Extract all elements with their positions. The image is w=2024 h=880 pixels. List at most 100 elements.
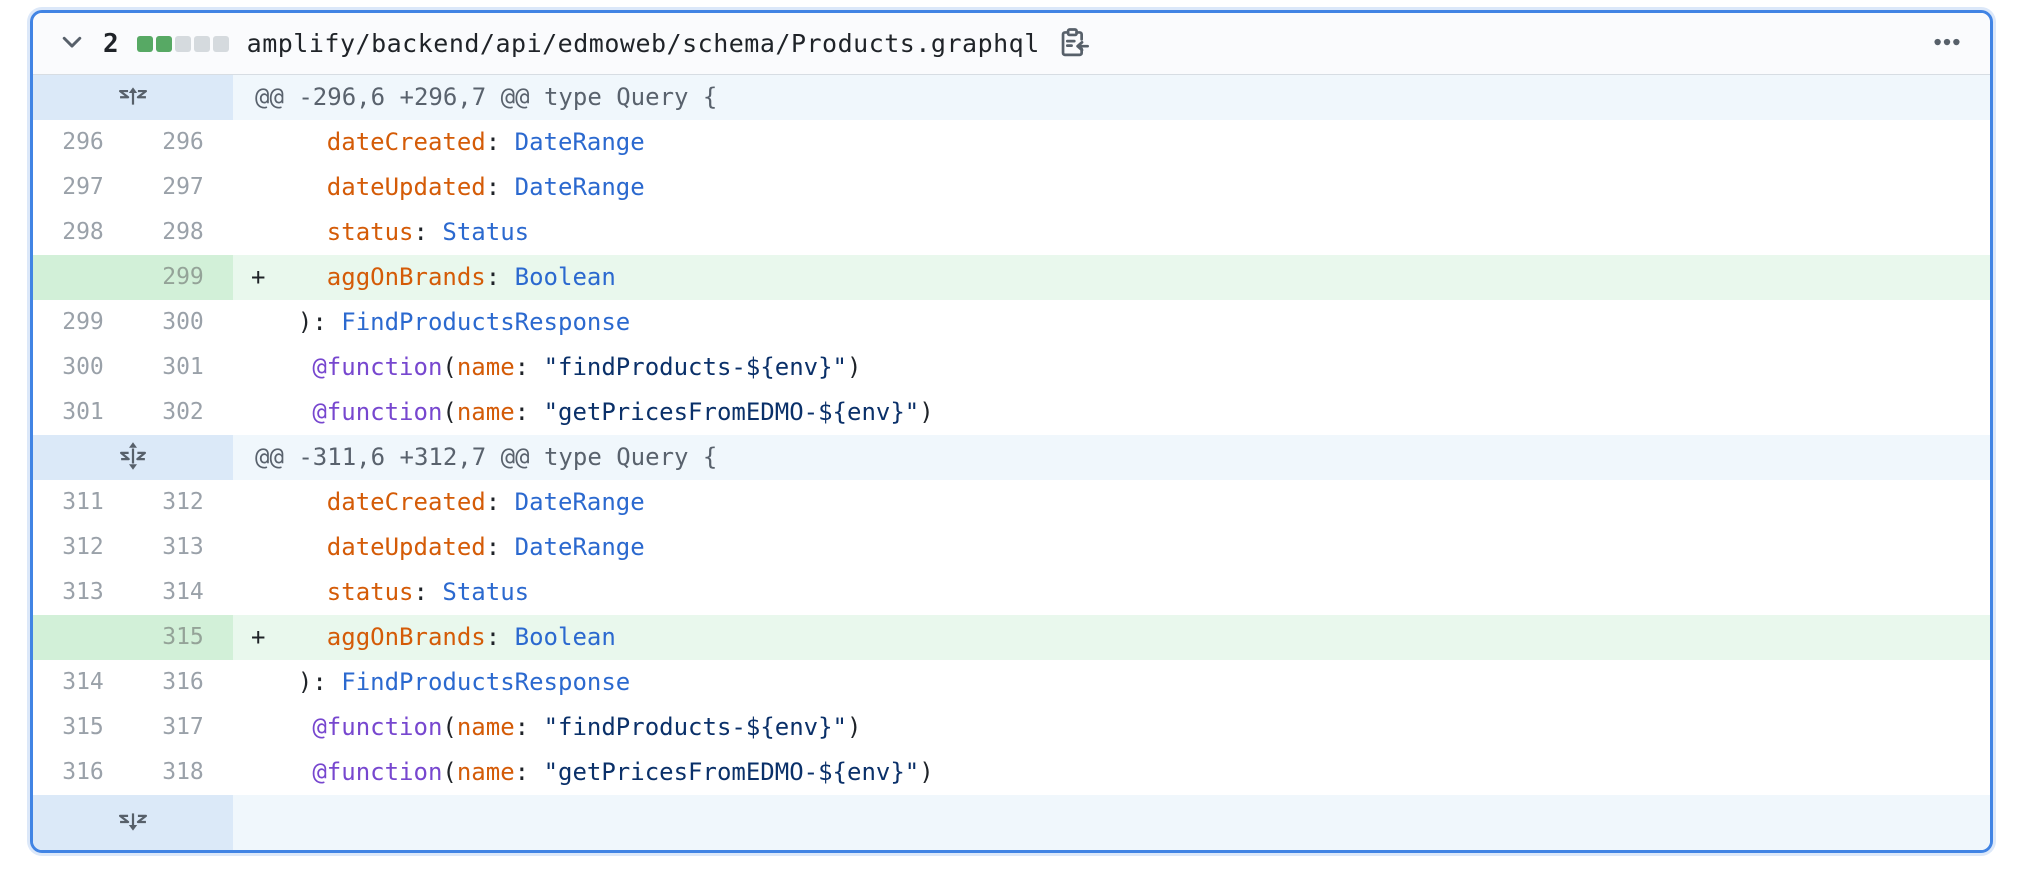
code-line: dateUpdated: DateRange bbox=[233, 165, 1990, 210]
token-plain: ( bbox=[442, 398, 457, 426]
token-plain bbox=[269, 578, 327, 606]
token-plain bbox=[269, 173, 327, 201]
token-attr: dateUpdated bbox=[326, 173, 486, 201]
token-attr: dateUpdated bbox=[326, 533, 486, 561]
token-attr: status bbox=[326, 578, 414, 606]
line-number-old[interactable]: 312 bbox=[62, 534, 104, 560]
line-number-old[interactable]: 315 bbox=[62, 714, 104, 740]
copy-path-button[interactable] bbox=[1058, 27, 1089, 61]
token-kw: @function bbox=[312, 353, 443, 381]
token-kw: @function bbox=[312, 758, 443, 786]
code-line: + aggOnBrands: Boolean bbox=[233, 255, 1990, 300]
file-options-button[interactable] bbox=[1932, 27, 1962, 60]
chevron-down-icon bbox=[59, 29, 85, 58]
code-line: @function(name: "findProducts-${env}") bbox=[233, 705, 1990, 750]
token-kw: @function bbox=[312, 713, 443, 741]
expand-footer-code bbox=[233, 795, 1990, 850]
token-plain: ): bbox=[269, 308, 342, 336]
code-line: status: Status bbox=[233, 210, 1990, 255]
line-number-old[interactable]: 298 bbox=[62, 219, 104, 245]
code-line: @function(name: "findProducts-${env}") bbox=[233, 345, 1990, 390]
expand-down-button[interactable] bbox=[117, 811, 149, 836]
diff-marker: + bbox=[251, 623, 266, 651]
line-number-new[interactable]: 312 bbox=[162, 489, 204, 515]
copy-path-icon bbox=[1058, 27, 1089, 61]
line-number-new[interactable]: 318 bbox=[162, 759, 204, 785]
line-number-old[interactable]: 314 bbox=[62, 669, 104, 695]
line-number-old[interactable]: 316 bbox=[62, 759, 104, 785]
diffstat bbox=[136, 35, 229, 52]
token-plain: : bbox=[514, 353, 544, 381]
collapse-file-button[interactable] bbox=[59, 29, 85, 58]
line-number-new[interactable]: 296 bbox=[162, 129, 204, 155]
changed-lines-count: 2 bbox=[103, 28, 119, 59]
line-number-new[interactable]: 315 bbox=[133, 615, 233, 660]
code-line: dateUpdated: DateRange bbox=[233, 525, 1990, 570]
expand-up-button[interactable] bbox=[117, 85, 149, 110]
diff-line-context: 298 298 status: Status bbox=[33, 210, 1990, 255]
token-plain: : bbox=[514, 713, 544, 741]
line-number-new[interactable]: 317 bbox=[162, 714, 204, 740]
token-plain bbox=[269, 488, 327, 516]
token-plain: : bbox=[485, 623, 515, 651]
diff-line-context: 315 317 @function(name: "findProducts-${e… bbox=[33, 705, 1990, 750]
token-plain: : bbox=[485, 128, 515, 156]
line-number-new[interactable]: 300 bbox=[162, 309, 204, 335]
token-attr: name bbox=[456, 758, 515, 786]
diffstat-added-square bbox=[136, 35, 153, 52]
kebab-horizontal-icon bbox=[1932, 27, 1962, 60]
expand-both-button[interactable] bbox=[118, 441, 148, 474]
token-plain bbox=[269, 128, 327, 156]
token-plain: ( bbox=[442, 353, 457, 381]
file-diff-card: 2 amplify/backend/api/edmoweb/schema/Pro… bbox=[30, 10, 1993, 853]
token-type: DateRange bbox=[514, 173, 645, 201]
line-number-old[interactable]: 313 bbox=[62, 579, 104, 605]
hunk-header-row: @@ -296,6 +296,7 @@ type Query { bbox=[33, 75, 1990, 120]
diffstat-neutral-square bbox=[212, 35, 229, 52]
line-number-new[interactable]: 316 bbox=[162, 669, 204, 695]
code-line: status: Status bbox=[233, 570, 1990, 615]
token-plain: ) bbox=[919, 758, 934, 786]
token-str: "findProducts-${env}" bbox=[543, 713, 847, 741]
code-line: @function(name: "getPricesFromEDMO-${env… bbox=[233, 750, 1990, 795]
diffstat-added-square bbox=[155, 35, 172, 52]
line-number-new[interactable]: 313 bbox=[162, 534, 204, 560]
token-plain: ) bbox=[919, 398, 934, 426]
token-plain bbox=[269, 218, 327, 246]
token-attr: aggOnBrands bbox=[326, 623, 486, 651]
diff-line-added: 299+ aggOnBrands: Boolean bbox=[33, 255, 1990, 300]
token-plain: : bbox=[485, 533, 515, 561]
token-plain: : bbox=[413, 578, 443, 606]
line-number-new[interactable]: 298 bbox=[162, 219, 204, 245]
line-number-old[interactable]: 297 bbox=[62, 174, 104, 200]
expand-up-icon bbox=[117, 85, 149, 110]
diff-line-added: 315+ aggOnBrands: Boolean bbox=[33, 615, 1990, 660]
line-number-old[interactable] bbox=[33, 255, 133, 300]
expand-down-icon bbox=[117, 811, 149, 836]
token-attr: status bbox=[326, 218, 414, 246]
token-plain bbox=[269, 263, 327, 291]
line-number-old[interactable] bbox=[33, 615, 133, 660]
line-number-new[interactable]: 299 bbox=[133, 255, 233, 300]
diff-line-context: 300 301 @function(name: "findProducts-${e… bbox=[33, 345, 1990, 390]
expand-gutter bbox=[33, 795, 233, 850]
code-line: @function(name: "getPricesFromEDMO-${env… bbox=[233, 390, 1990, 435]
line-number-new[interactable]: 297 bbox=[162, 174, 204, 200]
token-type: DateRange bbox=[514, 488, 645, 516]
line-number-new[interactable]: 301 bbox=[162, 354, 204, 380]
hunk-header-text: @@ -311,6 +312,7 @@ type Query { bbox=[233, 435, 1990, 480]
line-number-old[interactable]: 299 bbox=[62, 309, 104, 335]
line-number-old[interactable]: 300 bbox=[62, 354, 104, 380]
diff-line-context: 312 313 dateUpdated: DateRange bbox=[33, 525, 1990, 570]
line-number-old[interactable]: 296 bbox=[62, 129, 104, 155]
token-str: "getPricesFromEDMO-${env}" bbox=[543, 398, 920, 426]
line-number-old[interactable]: 311 bbox=[62, 489, 104, 515]
diff-line-context: 297 297 dateUpdated: DateRange bbox=[33, 165, 1990, 210]
line-number-new[interactable]: 302 bbox=[162, 399, 204, 425]
line-number-new[interactable]: 314 bbox=[162, 579, 204, 605]
line-number-old[interactable]: 301 bbox=[62, 399, 104, 425]
